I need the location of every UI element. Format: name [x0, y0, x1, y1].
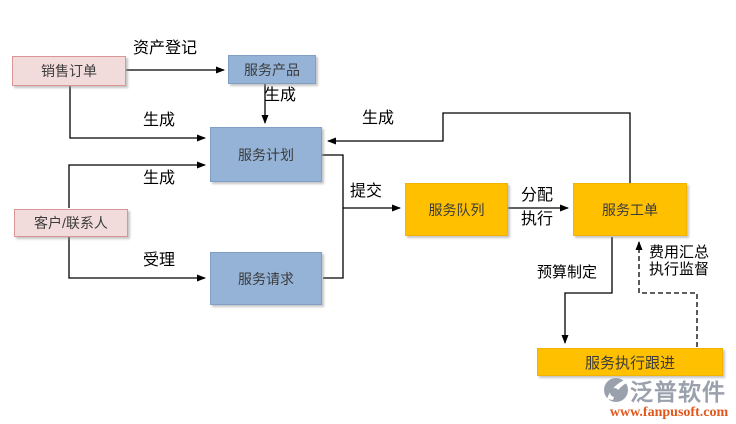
label-generate-workorder: 生成: [362, 110, 395, 127]
node-sales-order: 销售订单: [12, 56, 126, 86]
edge-customer-accept: [68, 237, 206, 282]
edge-sales-generate: [69, 86, 206, 142]
node-service-workorder: 服务工单: [573, 183, 687, 236]
label-supervise: 执行监督: [649, 261, 710, 278]
label-budget: 预算制定: [537, 264, 598, 281]
label-asset-register: 资产登记: [133, 40, 198, 57]
fanpu-watermark: 泛普软件 www.fanpusoft.com: [603, 373, 735, 420]
edge-budget: [561, 237, 613, 344]
node-service-plan: 服务计划: [210, 127, 322, 182]
fanpu-logo-icon: [604, 378, 628, 402]
label-generate-product: 生成: [264, 87, 297, 104]
label-assign: 分配: [521, 187, 554, 204]
fanpu-url-text: www.fanpusoft.com: [609, 405, 729, 420]
label-generate-sales: 生成: [143, 112, 176, 129]
label-cost-summary: 费用汇总: [649, 244, 710, 261]
label-generate-customer: 生成: [143, 170, 176, 187]
edge-customer-generate: [68, 161, 206, 208]
node-service-product: 服务产品: [228, 55, 316, 84]
edge-merge-stub: [322, 154, 344, 279]
label-execute: 执行: [521, 211, 554, 228]
node-service-request: 服务请求: [210, 252, 322, 305]
node-service-follow: 服务执行跟进: [537, 348, 723, 376]
label-accept: 受理: [143, 252, 176, 269]
fanpu-brand-text: 泛普软件: [630, 379, 726, 405]
node-customer-contact: 客户/联系人: [14, 209, 128, 237]
label-submit: 提交: [350, 183, 383, 200]
node-service-queue: 服务队列: [405, 183, 508, 236]
